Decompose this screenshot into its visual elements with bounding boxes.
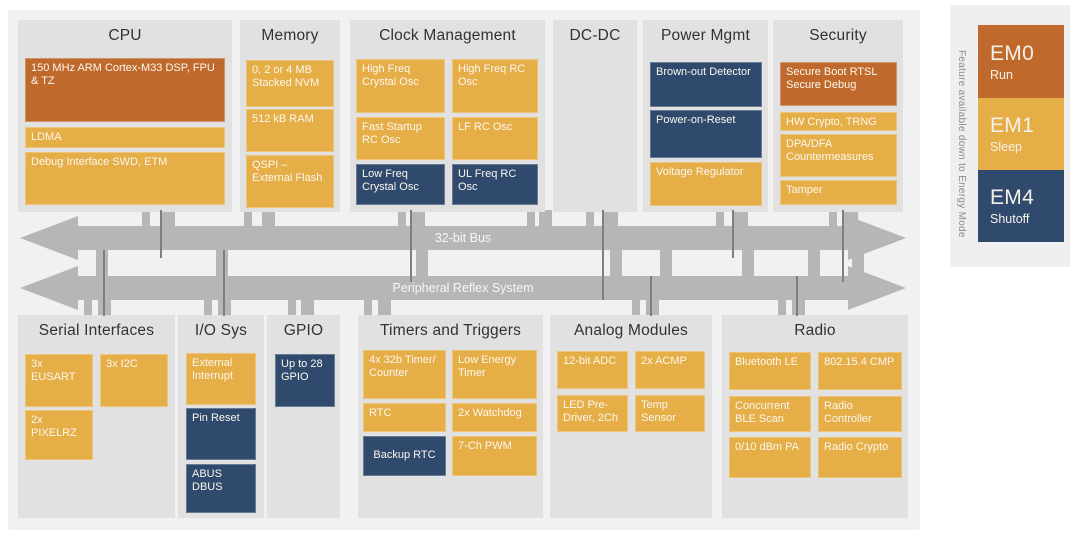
legend-em1: EM1 Sleep xyxy=(978,98,1064,170)
block-hf-crystal-osc: High Freq Crystal Osc xyxy=(356,59,445,113)
legend-em4-sub: Shutoff xyxy=(990,212,1030,226)
panel-title: Analog Modules xyxy=(574,322,688,339)
block-dpa-dfa: DPA/DFA Countermeasures xyxy=(780,134,897,177)
block-radio-crypto: Radio Crypto xyxy=(818,437,902,478)
block-ul-freq-rc-osc: UL Freq RC Osc xyxy=(452,164,538,205)
legend-em1-sub: Sleep xyxy=(990,140,1022,154)
panel-cpu: CPU 150 MHz ARM Cortex-M33 DSP, FPU & TZ… xyxy=(18,20,232,212)
block-timer-counter: 4x 32b Timer/ Counter xyxy=(363,350,446,399)
block-voltage-regulator: Voltage Regulator xyxy=(650,162,762,206)
block-pin-reset: Pin Reset xyxy=(186,408,256,460)
block-led-predriver: LED Pre-Driver, 2Ch xyxy=(557,395,628,432)
block-brownout-detector: Brown-out Detector xyxy=(650,62,762,107)
block-802154-cmp: 802.15.4 CMP xyxy=(818,352,902,390)
block-rtc: RTC xyxy=(363,403,446,432)
block-backup-rtc: Backup RTC xyxy=(363,436,446,476)
panel-radio: Radio Bluetooth LE 802.15.4 CMP Concurre… xyxy=(722,315,908,518)
panel-title: Clock Management xyxy=(379,27,516,44)
legend-em1-name: EM1 xyxy=(990,114,1035,137)
legend-em0-sub: Run xyxy=(990,67,1013,82)
legend-em0: EM0 Run xyxy=(978,25,1064,98)
block-hw-crypto: HW Crypto, TRNG xyxy=(780,112,897,131)
block-low-energy-timer: Low Energy Timer xyxy=(452,350,537,399)
legend-side-label: Feature available down to Energy Mode xyxy=(956,50,967,238)
bus-peripheral-reflex: Peripheral Reflex System xyxy=(20,266,906,310)
block-concurrent-ble-scan: Concurrent BLE Scan xyxy=(729,396,811,432)
panel-title: Radio xyxy=(794,322,836,339)
legend-em4-name: EM4 xyxy=(990,186,1035,209)
block-pa: 0/10 dBm PA xyxy=(729,437,811,478)
panel-title: GPIO xyxy=(283,322,324,339)
panel-memory: Memory 0, 2 or 4 MB Stacked NVM 512 kB R… xyxy=(240,20,340,212)
block-power-on-reset: Power-on-Reset xyxy=(650,110,762,158)
panel-title: I/O Sys xyxy=(194,322,248,339)
panel-title: Timers and Triggers xyxy=(379,322,522,339)
bus-arrow-shape xyxy=(20,216,906,260)
bus-peripheral-reflex-label: Peripheral Reflex System xyxy=(392,281,534,295)
block-qspi: QSPI – External Flash xyxy=(246,155,334,208)
panel-serial-interfaces: Serial Interfaces 3x EUSART 3x I2C 2x PI… xyxy=(18,315,175,518)
block-watchdog: 2x Watchdog xyxy=(452,403,537,432)
panel-title: DC-DC xyxy=(569,27,621,44)
block-pwm: 7-Ch PWM xyxy=(452,436,537,476)
block-abus-dbus: ABUS DBUS xyxy=(186,464,256,513)
block-hf-rc-osc: High Freq RC Osc xyxy=(452,59,538,113)
panel-dcdc: DC-DC xyxy=(553,20,637,212)
block-lf-crystal-osc: Low Freq Crystal Osc xyxy=(356,164,445,205)
energy-mode-legend: Feature available down to Energy Mode EM… xyxy=(950,5,1070,267)
block-acmp: 2x ACMP xyxy=(635,351,705,389)
block-debug-interface: Debug Interface SWD, ETM xyxy=(25,152,225,205)
block-fast-startup-rc-osc: Fast Startup RC Osc xyxy=(356,117,445,160)
legend-em0-name: EM0 xyxy=(990,41,1035,65)
block-adc: 12-bit ADC xyxy=(557,351,628,389)
block-secure-boot: Secure Boot RTSL Secure Debug xyxy=(780,62,897,106)
legend-em4: EM4 Shutoff xyxy=(978,170,1064,242)
block-bluetooth-le: Bluetooth LE xyxy=(729,352,811,390)
block-tamper: Tamper xyxy=(780,180,897,205)
block-ldma: LDMA xyxy=(25,127,225,148)
panel-title: CPU xyxy=(108,27,142,44)
panel-gpio: GPIO Up to 28 GPIO xyxy=(267,315,340,518)
block-stacked-nvm: 0, 2 or 4 MB Stacked NVM xyxy=(246,60,334,107)
panel-analog-modules: Analog Modules 12-bit ADC 2x ACMP LED Pr… xyxy=(550,315,712,518)
block-cpu-core: 150 MHz ARM Cortex-M33 DSP, FPU & TZ xyxy=(25,58,225,122)
panel-security: Security Secure Boot RTSL Secure Debug H… xyxy=(773,20,903,212)
panel-timers-triggers: Timers and Triggers 4x 32b Timer/ Counte… xyxy=(358,315,543,518)
block-lf-rc-osc: LF RC Osc xyxy=(452,117,538,160)
panel-title: Security xyxy=(809,27,867,44)
block-eusart: 3x EUSART xyxy=(25,354,93,407)
block-i2c: 3x I2C xyxy=(100,354,168,407)
panel-io-sys: I/O Sys External Interrupt Pin Reset ABU… xyxy=(178,315,264,518)
block-ram: 512 kB RAM xyxy=(246,109,334,152)
block-pixelrz: 2x PIXELRZ xyxy=(25,410,93,460)
block-radio-controller: Radio Controller xyxy=(818,396,902,432)
panel-title: Memory xyxy=(261,27,319,44)
panel-clock-management: Clock Management High Freq Crystal Osc H… xyxy=(350,20,545,212)
panel-title: Power Mgmt xyxy=(661,27,750,44)
panel-power-mgmt: Power Mgmt Brown-out Detector Power-on-R… xyxy=(643,20,768,212)
block-temp-sensor: Temp Sensor xyxy=(635,395,705,432)
block-gpio-count: Up to 28 GPIO xyxy=(275,354,335,407)
bus-32bit: 32-bit Bus xyxy=(20,216,906,260)
block-external-interrupt: External Interrupt xyxy=(186,353,256,405)
bus-32bit-label: 32-bit Bus xyxy=(434,231,492,245)
panel-title: Serial Interfaces xyxy=(38,322,155,339)
bus-arrow-shape xyxy=(20,266,906,310)
